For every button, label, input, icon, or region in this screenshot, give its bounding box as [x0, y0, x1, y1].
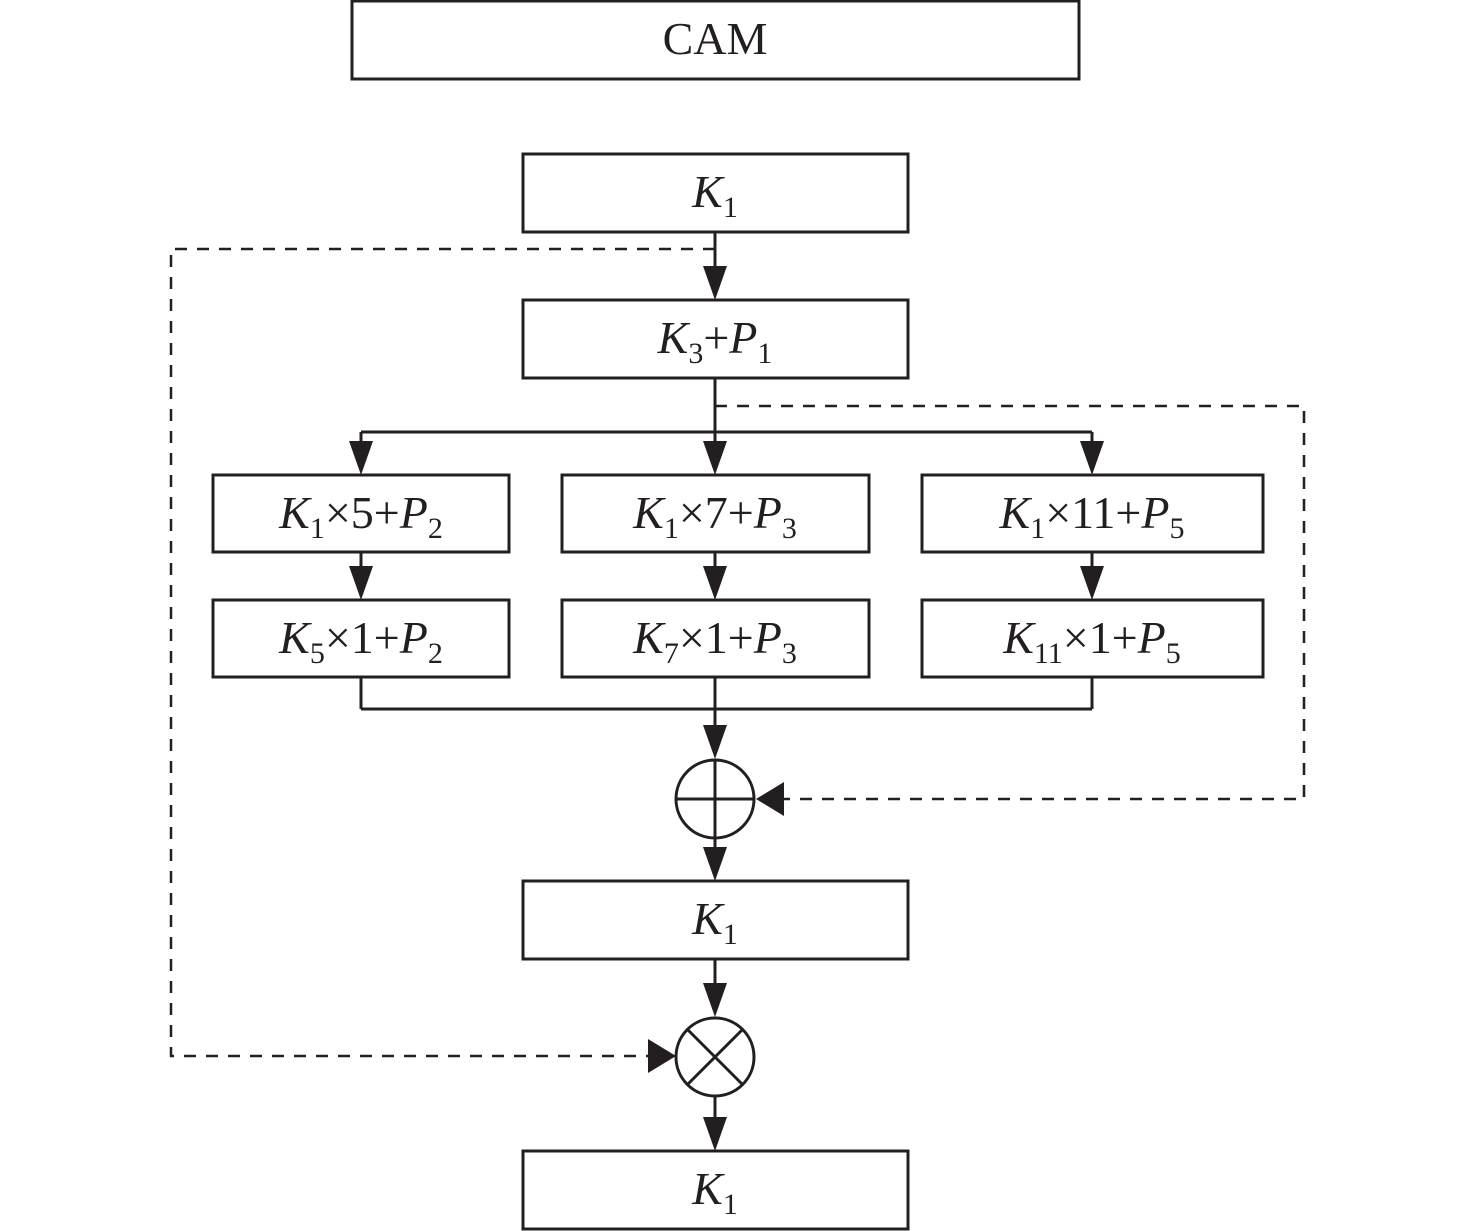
- title-text: CAM: [663, 13, 768, 64]
- post-conv-label: K1: [691, 893, 738, 951]
- arrowhead: [703, 983, 727, 1017]
- arrowhead: [703, 566, 727, 600]
- skip-connection-add: [715, 404, 1306, 801]
- subscript: 5: [1166, 637, 1181, 670]
- arrowhead: [703, 266, 727, 300]
- subscript: 1: [723, 191, 738, 224]
- subscript: 5: [1169, 512, 1184, 545]
- label-part: K: [691, 893, 725, 944]
- label-part: ×1+: [325, 612, 400, 663]
- branch11b-box: [920, 598, 1265, 679]
- branch5a-label: K1×5+P2: [278, 487, 443, 545]
- subscript: 3: [782, 512, 797, 545]
- subscript: 1: [664, 512, 679, 545]
- subscript: 1: [723, 1188, 738, 1221]
- label-part: ×11+: [1045, 487, 1141, 538]
- arrowhead: [703, 441, 727, 475]
- arrowhead: [349, 441, 373, 475]
- arrowhead: [703, 725, 727, 759]
- label-part: P: [399, 612, 428, 663]
- label-part: K: [1002, 612, 1036, 663]
- arrowhead: [1080, 441, 1104, 475]
- subscript: 3: [688, 337, 703, 370]
- label-part: P: [1137, 612, 1166, 663]
- arrowhead: [756, 782, 784, 816]
- label-part: K: [691, 1163, 725, 1214]
- conv3-label: K3+P1: [657, 312, 773, 370]
- subscript: 1: [723, 918, 738, 951]
- arrowhead: [1080, 566, 1104, 600]
- label-part: K: [632, 487, 666, 538]
- label-part: ×7+: [679, 487, 754, 538]
- label-part: ×1+: [1063, 612, 1138, 663]
- subscript: 11: [1034, 637, 1063, 670]
- input-conv-box: [521, 152, 910, 234]
- subscript: 2: [428, 637, 443, 670]
- title-box: [350, 0, 1081, 81]
- label-part: P: [399, 487, 428, 538]
- branch7a-label: K1×7+P3: [632, 487, 797, 545]
- label-part: K: [999, 487, 1033, 538]
- subscript: 2: [428, 512, 443, 545]
- add-operator-icon: [674, 758, 756, 840]
- label-part: P: [1140, 487, 1169, 538]
- branch7b-label: K7×1+P3: [632, 612, 797, 670]
- subscript: 1: [1030, 512, 1045, 545]
- label-part: P: [728, 312, 757, 363]
- skip-connection-multiply: [169, 247, 715, 1058]
- input-conv-label: K1: [691, 166, 738, 224]
- label-part: K: [278, 487, 312, 538]
- arrowhead: [349, 566, 373, 600]
- label-part: K: [657, 312, 691, 363]
- label-part: P: [753, 612, 782, 663]
- subscript: 1: [757, 337, 772, 370]
- subscript: 7: [664, 637, 679, 670]
- label-part: ×5+: [325, 487, 400, 538]
- branch7b-box: [560, 598, 871, 679]
- branch5b-label: K5×1+P2: [278, 612, 443, 670]
- arrowhead: [648, 1039, 676, 1073]
- output-conv-box: [521, 1149, 910, 1231]
- arrowhead: [703, 1117, 727, 1151]
- label-part: K: [632, 612, 666, 663]
- subscript: 1: [310, 512, 325, 545]
- multiply-operator-icon: [674, 1016, 756, 1098]
- label-part: ×1+: [679, 612, 754, 663]
- arrowhead: [703, 847, 727, 881]
- branch11a-label: K1×11+P5: [999, 487, 1185, 545]
- label-part: K: [691, 166, 725, 217]
- label-part: K: [278, 612, 312, 663]
- subscript: 5: [310, 637, 325, 670]
- label-part: P: [753, 487, 782, 538]
- post-conv-box: [521, 879, 910, 961]
- branch11b-label: K11×1+P5: [1002, 612, 1181, 670]
- label-part: +: [703, 312, 729, 363]
- output-conv-label: K1: [691, 1163, 738, 1221]
- subscript: 3: [782, 637, 797, 670]
